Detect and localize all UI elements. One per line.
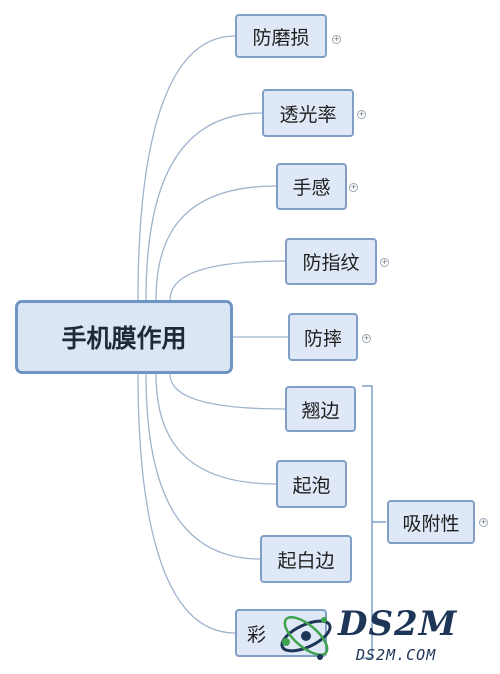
connector-line-0 (137, 35, 236, 301)
root-node[interactable]: 手机膜作用 (15, 300, 233, 374)
connector-line-2 (155, 185, 277, 301)
branch-node-3[interactable]: 防指纹 (285, 238, 377, 285)
branch-node-5[interactable]: 翘边 (285, 386, 356, 432)
branch-node-4[interactable]: 防摔 (288, 313, 358, 361)
expand-toggle-icon-3[interactable]: + (380, 258, 389, 267)
connector-line-7 (145, 373, 261, 560)
expand-toggle-icon-0[interactable]: + (332, 35, 341, 44)
connector-line-6 (155, 373, 277, 485)
branch-node-6[interactable]: 起泡 (276, 460, 347, 508)
connector-line-8 (137, 373, 236, 634)
connector-line-1 (145, 112, 263, 301)
branch-node-2[interactable]: 手感 (276, 163, 347, 210)
summary-bracket (362, 385, 386, 659)
expand-toggle-icon-4[interactable]: + (362, 334, 371, 343)
branch-node-8[interactable]: 彩 (235, 609, 327, 657)
atom-logo-icon (280, 616, 332, 660)
branch-node-0[interactable]: 防磨损 (235, 14, 327, 58)
watermark-logo: DS2M DS2M.COM (276, 602, 486, 672)
expand-toggle-icon-2[interactable]: + (349, 183, 358, 192)
watermark-url: DS2M.COM (356, 646, 437, 664)
expand-toggle-icon-1[interactable]: + (357, 110, 366, 119)
branch-node-7[interactable]: 起白边 (260, 535, 352, 583)
connector-line-5 (169, 373, 286, 410)
expand-toggle-icon-summary[interactable]: + (479, 518, 488, 527)
watermark-name: DS2M (338, 604, 458, 644)
connector-lines (137, 35, 288, 634)
connector-line-3 (169, 260, 286, 301)
summary-node[interactable]: 吸附性 (387, 500, 475, 544)
branch-node-1[interactable]: 透光率 (262, 89, 354, 137)
